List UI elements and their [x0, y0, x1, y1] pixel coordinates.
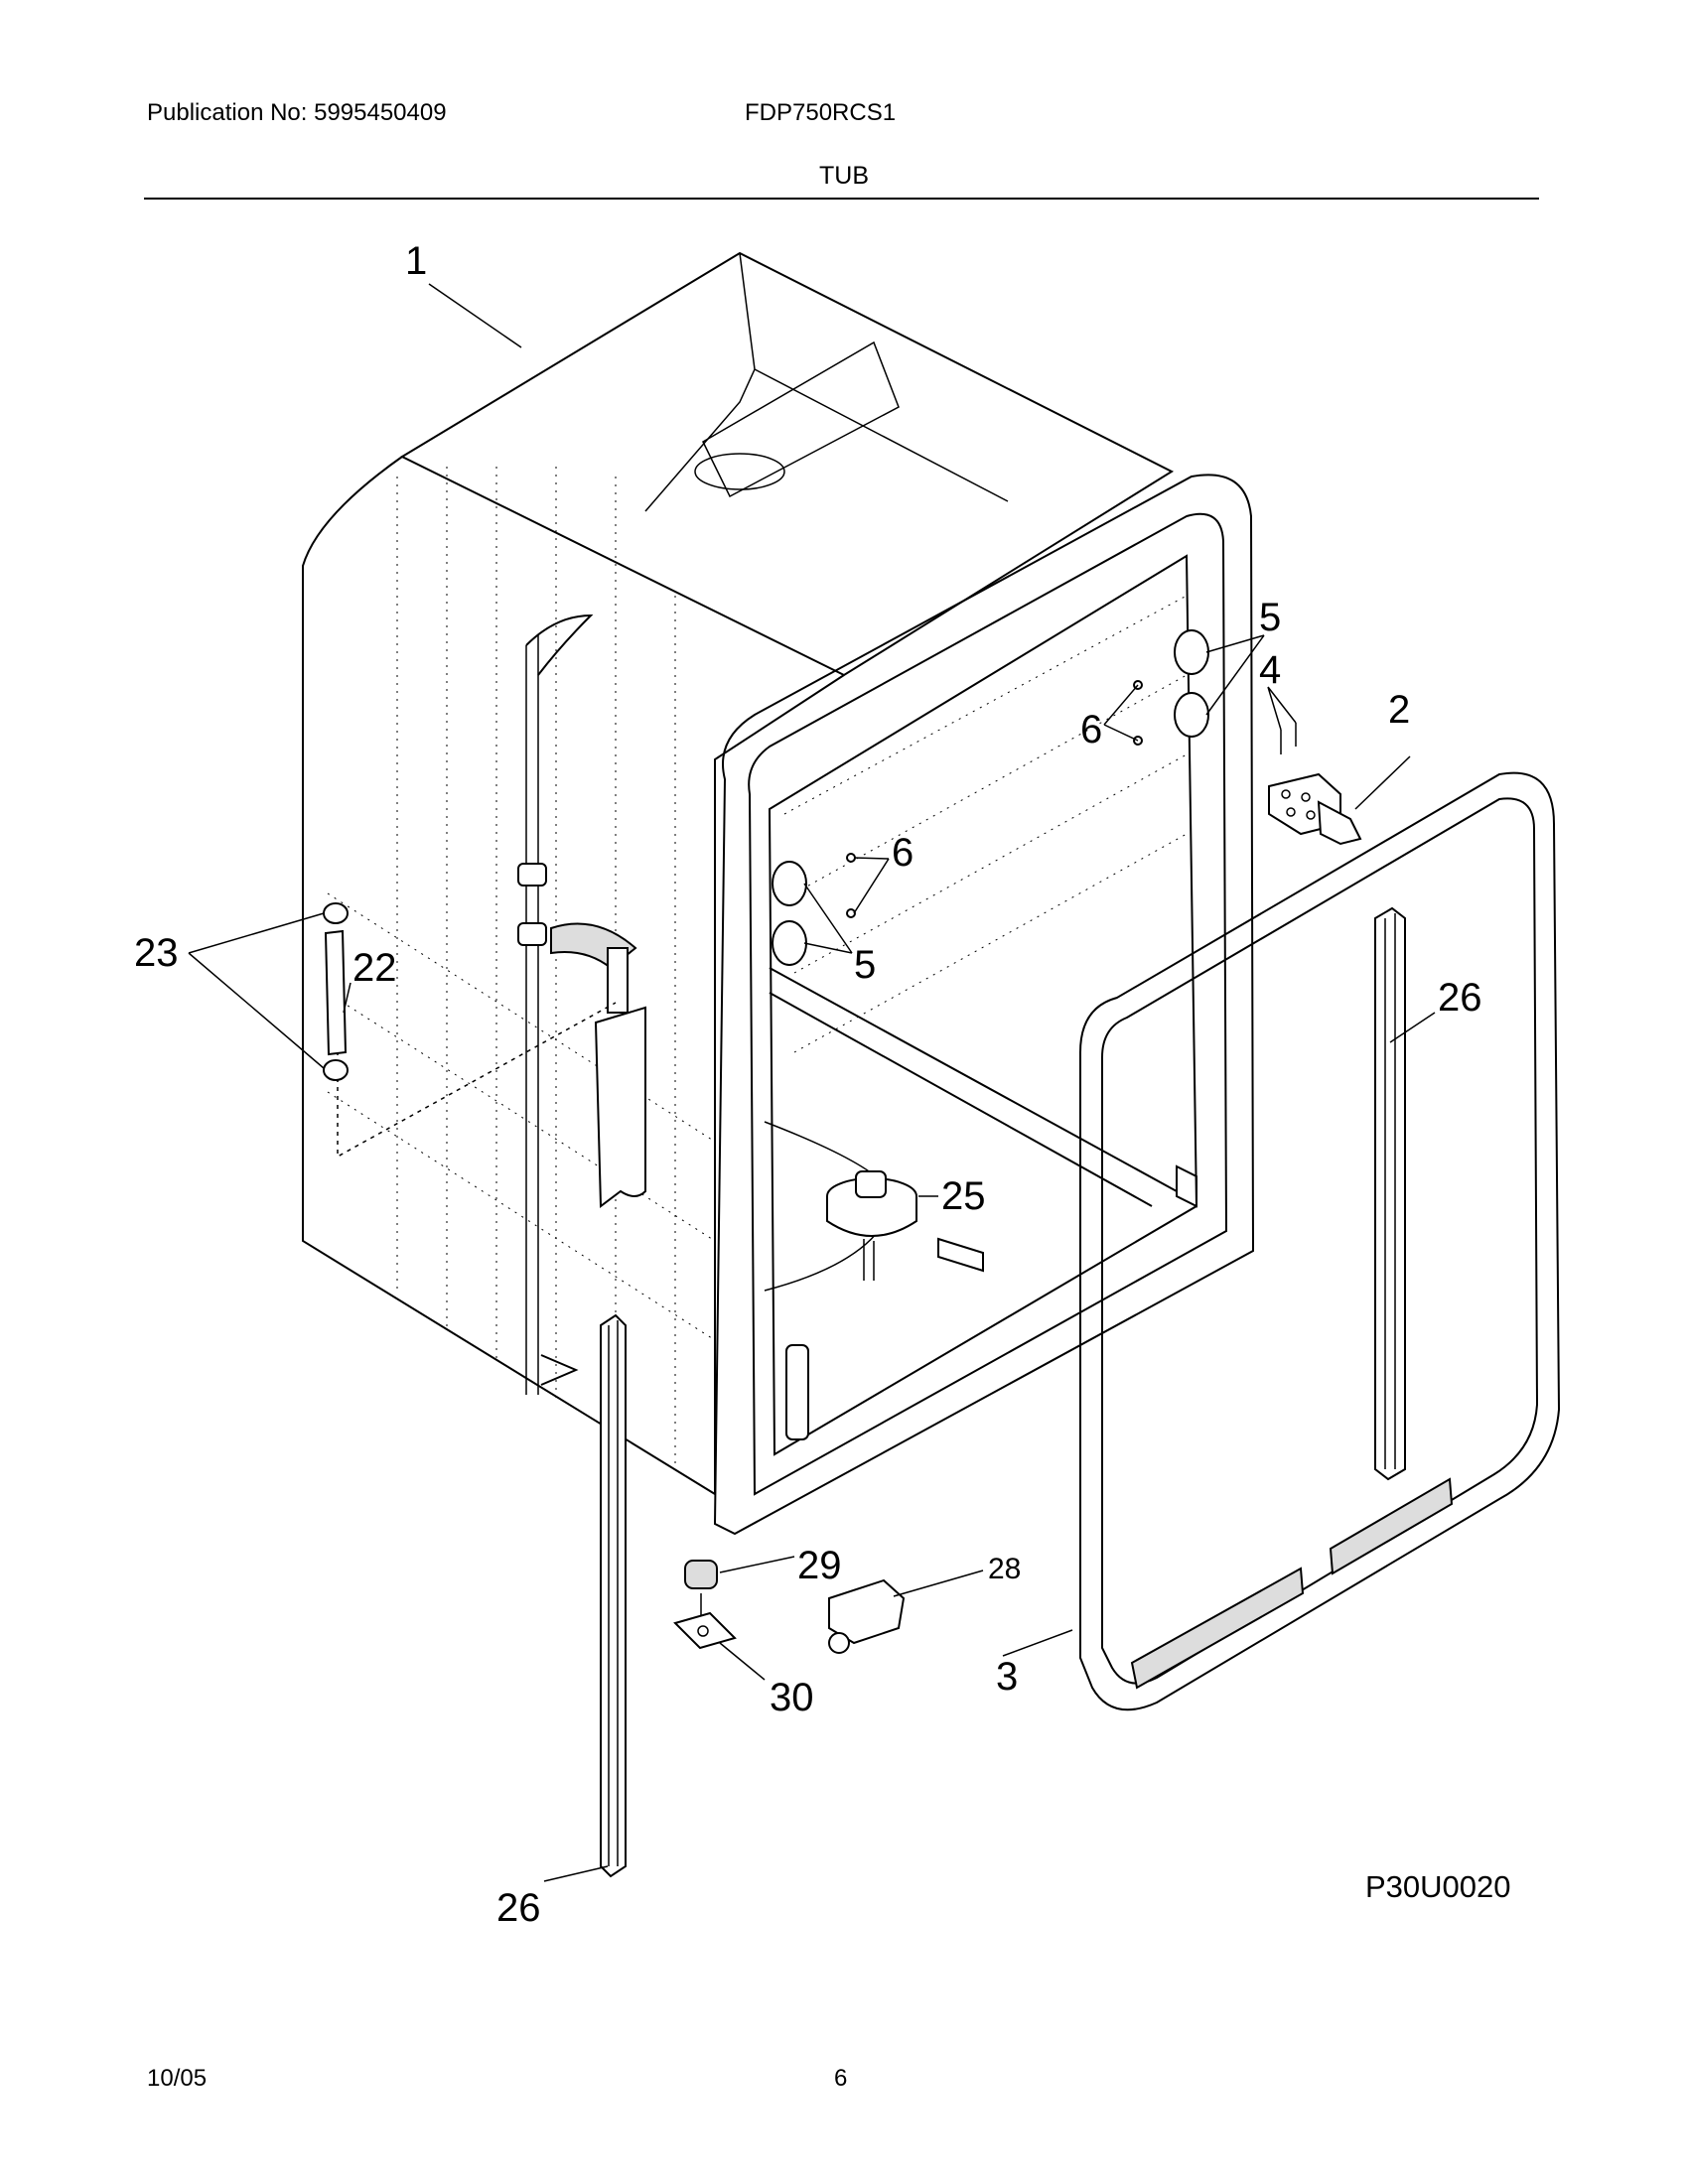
- part-26-side-seals: [600, 906, 1406, 1878]
- footer-date: 10/05: [147, 2065, 208, 2092]
- drawing-code: P30U0020: [1365, 1869, 1511, 1904]
- callout-1: 1: [405, 239, 427, 283]
- callout-4: 4: [1259, 648, 1281, 692]
- page-number: 6: [834, 2065, 848, 2092]
- tub-body: [302, 251, 1175, 1495]
- callout-26-left: 26: [496, 1886, 541, 1930]
- model-number: FDP750RCS1: [745, 99, 897, 126]
- part-3-gasket: [1079, 771, 1561, 1711]
- callout-labels: 1 2 3 4 5 5 6 6 22 23 25 26 26 28 29 30 …: [134, 239, 1511, 1930]
- callout-5-left: 5: [854, 943, 876, 987]
- callout-6-right: 6: [1080, 708, 1102, 751]
- part-25-drain-assembly: [826, 1170, 984, 1281]
- callout-5-right: 5: [1259, 596, 1281, 639]
- parts-28-29-30: [673, 1560, 906, 1654]
- callout-28: 28: [988, 1553, 1021, 1585]
- section-title: TUB: [819, 162, 869, 190]
- callout-22: 22: [352, 946, 397, 990]
- callout-2: 2: [1388, 688, 1410, 732]
- callout-23: 23: [134, 931, 179, 975]
- tub-front-frame: [713, 474, 1255, 1536]
- part-2-bracket: [1268, 723, 1362, 846]
- callout-26-right: 26: [1438, 976, 1482, 1020]
- callout-25: 25: [941, 1174, 986, 1218]
- callout-29: 29: [797, 1544, 842, 1587]
- publication-number: Publication No: 5995450409: [147, 99, 447, 126]
- callout-3: 3: [996, 1655, 1018, 1699]
- callout-6-left: 6: [892, 831, 914, 875]
- callout-30: 30: [770, 1676, 814, 1719]
- header-rule: [144, 198, 1539, 200]
- leader-lines: [188, 283, 1436, 1882]
- part-22-23-hose-clamps: [323, 902, 349, 1081]
